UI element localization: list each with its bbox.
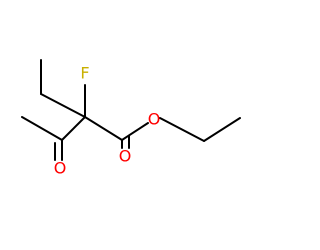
structure-diagram: F O O O [21, 59, 241, 178]
bond-alpha-ketone-carbon [61, 116, 86, 141]
bond-ketone-methyl [21, 116, 63, 141]
bond-layer [21, 59, 241, 161]
atom-label-layer: F O O O [54, 64, 161, 178]
ester-oxygen-atom: O [148, 110, 161, 129]
bond-ethoxy-ch2-ch3 [203, 117, 241, 142]
ketone-oxygen-atom: O [54, 159, 67, 178]
bond-ester-oxygen-ch2 [159, 117, 205, 142]
bond-alpha-ester-carbon [84, 116, 123, 141]
bond-ethyl-ch2-alpha [40, 93, 86, 118]
ester-oxygen-atom-label: O [148, 110, 161, 129]
bond-ester-carbon-oxygen [121, 122, 149, 141]
fluorine-atom-label: F [80, 64, 89, 83]
ketone-oxygen-atom-label: O [54, 159, 67, 178]
ester-carbonyl-oxygen-atom: O [119, 147, 132, 166]
ester-carbonyl-oxygen-atom-label: O [119, 147, 132, 166]
fluorine-atom: F [80, 64, 89, 83]
